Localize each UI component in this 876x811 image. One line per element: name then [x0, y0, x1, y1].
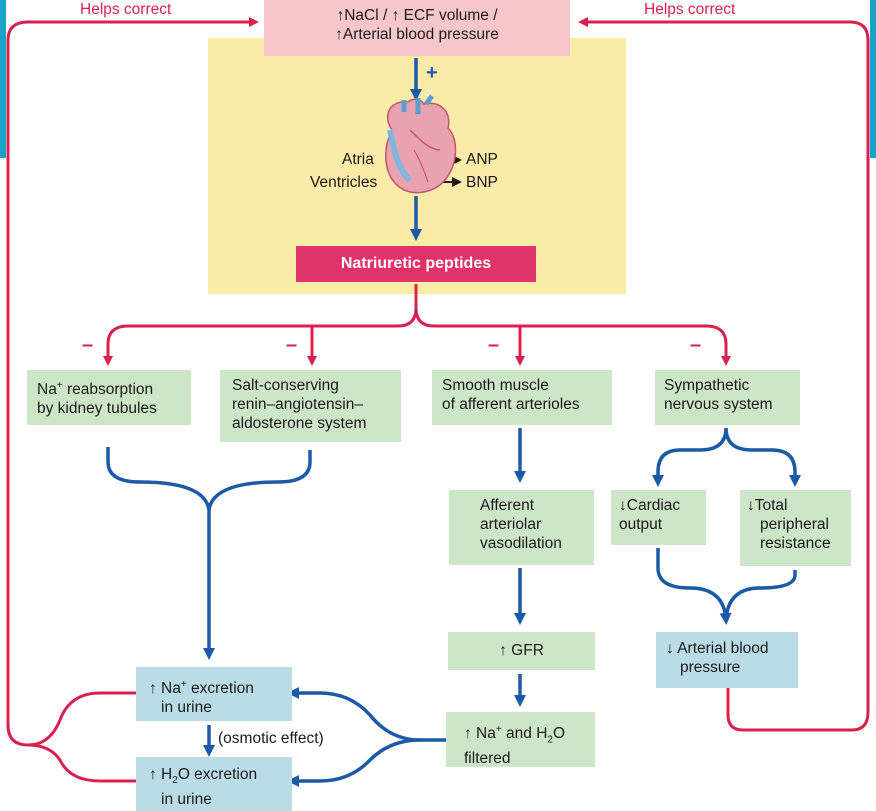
raas-line2: renin–angiotensin– — [232, 396, 363, 413]
natriuretic-peptides-box: Natriuretic peptides — [296, 246, 536, 282]
filtered-line1: ↑ Na+ and H2O — [464, 720, 577, 749]
filtered-and-h: and H — [501, 725, 548, 743]
arterial-bp-box: ↓ Arterial blood pressure — [656, 632, 798, 688]
vasodilation-line3: vasodilation — [480, 535, 562, 552]
filtered-na: ↑ Na — [464, 725, 496, 743]
na-charge: + — [56, 380, 63, 391]
atria-label: Atria — [342, 151, 374, 168]
h2o-excretion-box: ↑ H2O excretion in urine — [136, 757, 292, 811]
h2o-excretion-text: O excretion — [177, 766, 258, 783]
smooth-muscle-box: Smooth muscle of afferent arterioles — [432, 370, 612, 425]
heart-illustration — [385, 94, 457, 194]
raas-box: Salt-conserving renin–angiotensin– aldos… — [220, 370, 401, 442]
h2o-excretion-line1: ↑ H2O excretion — [149, 765, 279, 790]
helps-correct-right-label: Helps correct — [644, 1, 736, 18]
connector-arrows — [6, 17, 870, 787]
na-h2o-filtered-box: ↑ Na+ and H2O filtered — [446, 712, 595, 767]
bnp-label: BNP — [466, 174, 498, 191]
na-excretion-box: ↑ Na+ excretion in urine — [136, 667, 292, 721]
cardiac-output-line1: ↓Cardiac — [619, 497, 681, 514]
excretion-text: excretion — [186, 680, 254, 698]
left-edge-strip — [0, 0, 6, 158]
inhibit-sign-1: – — [82, 334, 94, 356]
excretion-na-charge: + — [180, 679, 187, 690]
gfr-box: ↑ GFR — [448, 632, 595, 670]
na-excretion-line2: in urine — [161, 699, 212, 717]
cardiac-output-line2: output — [619, 516, 663, 533]
filtered-line2: filtered — [464, 750, 511, 768]
arterial-bp-line2: pressure — [680, 659, 741, 676]
inhibit-sign-4: – — [690, 334, 702, 356]
h2o-excretion-line2: in urine — [161, 791, 212, 809]
filtered-o: O — [552, 725, 566, 743]
raas-line1: Salt-conserving — [232, 377, 339, 394]
inhibit-sign-3: – — [488, 334, 500, 356]
smooth-muscle-line2: of afferent arterioles — [442, 396, 580, 413]
arterial-bp-line1: ↓ Arterial blood — [666, 640, 769, 657]
na-reabsorption-line1: Na+ reabsorption — [37, 376, 181, 399]
vasodilation-line2: arteriolar — [480, 516, 542, 533]
inhibit-sign-2: – — [286, 334, 298, 356]
afferent-vasodilation-box: Afferent arteriolar vasodilation — [449, 490, 594, 565]
right-edge-strip — [870, 0, 876, 158]
raas-line3: aldosterone system — [232, 415, 367, 432]
tpr-line3: resistance — [760, 535, 831, 552]
helps-correct-left-label: Helps correct — [80, 1, 172, 18]
stimulus-line1: ↑NaCl / ↑ ECF volume / — [336, 7, 498, 24]
osmotic-effect-label: (osmotic effect) — [218, 730, 324, 747]
reabsorption-text: reabsorption — [62, 381, 154, 399]
na-symbol: Na — [37, 381, 57, 399]
filtered-subscript: 2 — [547, 734, 553, 746]
h2o-h: ↑ H — [149, 766, 173, 783]
na-reabsorption-line2: by kidney tubules — [37, 400, 157, 418]
stimulatory-sign: + — [426, 62, 438, 84]
na-reabsorption-box: Na+ reabsorption by kidney tubules — [27, 370, 191, 425]
h2o-subscript: 2 — [172, 775, 178, 787]
na-excretion-line1: ↑ Na+ excretion — [149, 675, 279, 698]
gfr-text: ↑ GFR — [499, 642, 544, 659]
sympathetic-line1: Sympathetic — [664, 377, 750, 394]
filtered-na-charge: + — [495, 724, 502, 735]
tpr-box: ↓Total peripheral resistance — [740, 490, 851, 566]
smooth-muscle-line1: Smooth muscle — [442, 377, 549, 394]
excretion-na: ↑ Na — [149, 680, 181, 698]
sympathetic-box: Sympathetic nervous system — [655, 370, 800, 425]
vasodilation-line1: Afferent — [480, 497, 535, 514]
sympathetic-line2: nervous system — [664, 396, 773, 413]
cardiac-output-box: ↓Cardiac output — [611, 490, 706, 545]
ventricles-label: Ventricles — [310, 174, 378, 191]
tpr-line1: ↓Total — [747, 497, 788, 514]
stimulus-line2: ↑Arterial blood pressure — [335, 26, 499, 43]
tpr-line2: peripheral — [760, 516, 829, 533]
stimulus-box: ↑NaCl / ↑ ECF volume / ↑Arterial blood p… — [264, 0, 570, 56]
anp-label: ANP — [466, 151, 498, 168]
